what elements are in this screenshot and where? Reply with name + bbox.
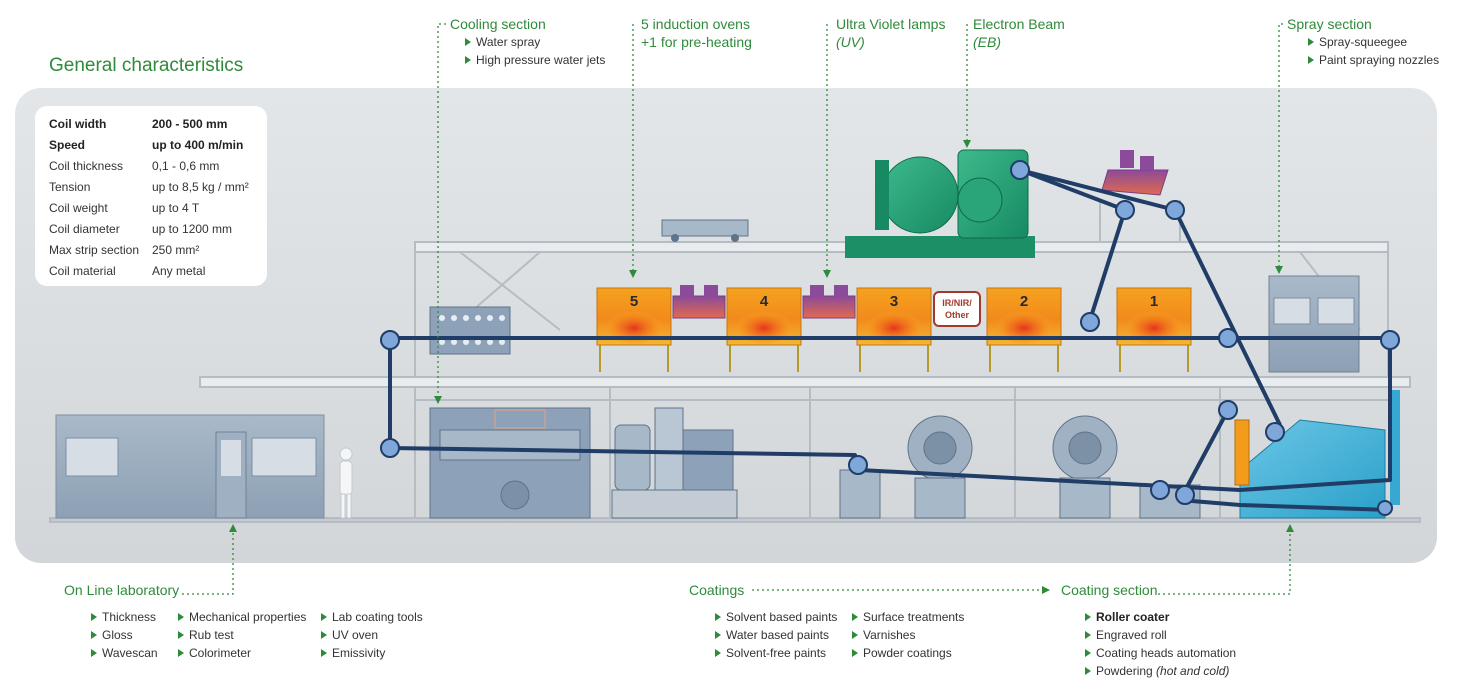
coating-section-callout: Coating section	[1061, 581, 1158, 599]
induction-oven-1: 1	[1116, 287, 1192, 346]
blower-left	[907, 415, 973, 519]
laboratory-col1: Thickness Gloss Wavescan	[90, 608, 158, 662]
uv-lamp-right	[802, 285, 856, 319]
coating-section-title: Coating section	[1061, 582, 1158, 598]
oven-1-label: 1	[1150, 293, 1158, 310]
spray-title: Spray section	[1287, 16, 1372, 32]
coating-section-item: Coating heads automation	[1084, 644, 1236, 662]
laboratory-callout: On Line laboratory	[64, 581, 179, 599]
uv-callout: Ultra Violet lamps (UV)	[836, 15, 945, 51]
eb-line2: (EB)	[973, 34, 1001, 50]
induction-line1: 5 induction ovens	[641, 16, 750, 32]
coating-section-item: Roller coater	[1084, 608, 1236, 626]
lab-item: Rub test	[177, 626, 306, 644]
ir-label-line2: Other	[945, 310, 970, 320]
oven-2-label: 2	[1020, 293, 1028, 310]
electron-beam-unit	[845, 149, 1035, 258]
cooling-top-unit	[429, 306, 511, 355]
ir-label-line1: IR/NIR/	[942, 298, 972, 308]
strip-rollers	[380, 160, 1400, 516]
coating-item: Solvent based paints	[714, 608, 837, 626]
cooling-item: High pressure water jets	[464, 51, 605, 69]
cooling-title: Cooling section	[450, 16, 546, 32]
cooling-tank	[429, 407, 591, 519]
coating-item: Powder coatings	[851, 644, 964, 662]
coatings-title: Coatings	[689, 582, 745, 598]
lab-item: Wavescan	[90, 644, 158, 662]
induction-callout: 5 induction ovens +1 for pre-heating	[641, 15, 752, 51]
laboratory-col3: Lab coating tools UV oven Emissivity	[320, 608, 423, 662]
coating-item: Water based paints	[714, 626, 837, 644]
coatings-col1: Solvent based paints Water based paints …	[714, 608, 837, 662]
uv-line1: Ultra Violet lamps	[836, 16, 946, 32]
coating-section-list: Roller coater Engraved roll Coating head…	[1084, 608, 1236, 680]
blower-right	[1052, 415, 1118, 519]
cooling-section-callout: Cooling section Water spray High pressur…	[450, 15, 605, 69]
leader-lines	[182, 23, 1291, 595]
spray-cabinet	[1268, 275, 1360, 373]
powdering-note: (hot and cold)	[1156, 664, 1230, 678]
overhead-trolley	[661, 219, 749, 242]
oven-supports	[599, 345, 1189, 372]
page-title: General characteristics	[49, 55, 244, 76]
coating-section-item: Engraved roll	[1084, 626, 1236, 644]
lab-item: Mechanical properties	[177, 608, 306, 626]
powdering-label: Powdering	[1096, 664, 1153, 678]
spray-item: Spray-squeegee	[1307, 33, 1439, 51]
leader-arrowheads	[229, 140, 1294, 594]
spray-item: Paint spraying nozzles	[1307, 51, 1439, 69]
laboratory-col2: Mechanical properties Rub test Colorimet…	[177, 608, 306, 662]
pre-coater-unit	[839, 469, 1201, 519]
lab-item: Thickness	[90, 608, 158, 626]
coating-item: Surface treatments	[851, 608, 964, 626]
coating-item: Solvent-free paints	[714, 644, 837, 662]
induction-line2: +1 for pre-heating	[641, 34, 752, 50]
lab-item: Emissivity	[320, 644, 423, 662]
coating-item: Varnishes	[851, 626, 964, 644]
coating-section-item: Powdering (hot and cold)	[1084, 662, 1236, 680]
spray-section-callout: Spray section Spray-squeegee Paint spray…	[1287, 15, 1439, 69]
spray-nozzle-block	[1101, 150, 1169, 196]
laboratory-title: On Line laboratory	[64, 582, 180, 598]
oven-5-label: 5	[630, 293, 638, 310]
lab-item: Gloss	[90, 626, 158, 644]
lab-cabinet	[55, 414, 325, 519]
person-silhouette	[339, 447, 353, 519]
oven-4-label: 4	[760, 293, 769, 310]
uv-lamp-left	[672, 285, 726, 319]
uv-line2: (UV)	[836, 34, 865, 50]
oven-3-label: 3	[890, 293, 898, 310]
coatings-col2: Surface treatments Varnishes Powder coat…	[851, 608, 964, 662]
eb-callout: Electron Beam (EB)	[973, 15, 1065, 51]
lab-item: Lab coating tools	[320, 608, 423, 626]
auxiliary-equipment	[611, 407, 738, 519]
lab-item: UV oven	[320, 626, 423, 644]
lab-item: Colorimeter	[177, 644, 306, 662]
roller-coater	[1234, 390, 1400, 519]
eb-line1: Electron Beam	[973, 16, 1065, 32]
coatings-callout: Coatings	[689, 581, 744, 599]
ir-nir-unit: IR/NIR/ Other	[933, 291, 981, 327]
cooling-item: Water spray	[464, 33, 605, 51]
